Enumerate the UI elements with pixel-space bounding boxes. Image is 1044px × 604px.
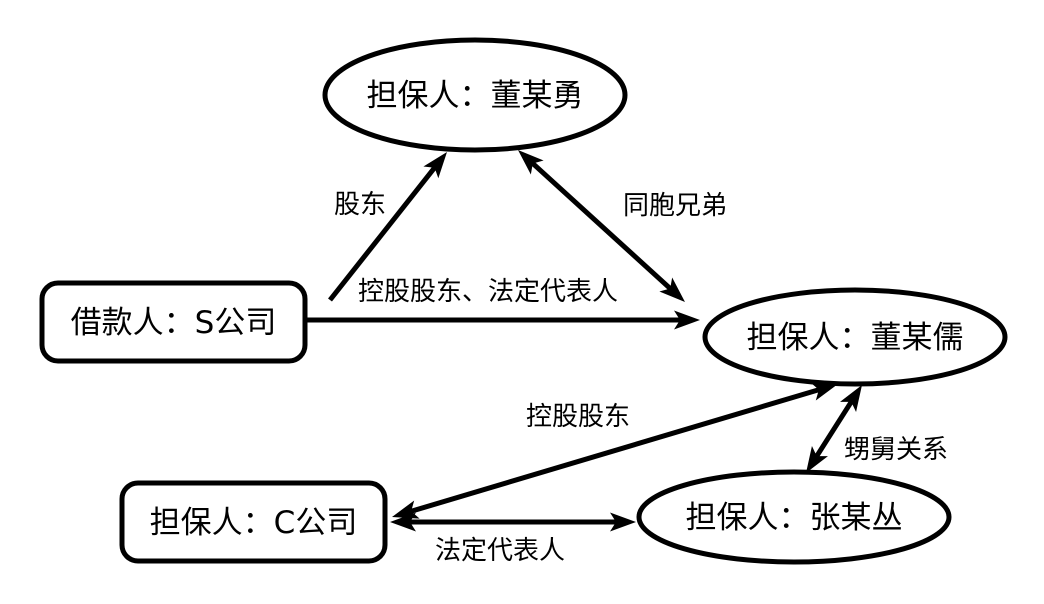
edge-edge-legal-representative (390, 512, 636, 532)
node-rounded-rect[interactable] (119, 480, 388, 564)
edge-line (528, 159, 675, 293)
arrow-head-end-icon (610, 512, 636, 532)
node-s-company[interactable]: 借款人：S公司 (39, 280, 308, 364)
node-ellipse[interactable] (636, 469, 952, 565)
edge-line (328, 163, 439, 302)
arrow-head-start-icon (810, 382, 838, 401)
edge-edge-controlling-shareholder-legal-rep (307, 310, 700, 330)
edge-edge-nephew-uncle (806, 385, 862, 473)
edge-label-edge-controlling-shareholder: 控股股东 (526, 402, 630, 432)
arrow-head-start-icon (390, 512, 416, 532)
node-label: 担保人：董某勇 (367, 78, 584, 114)
node-dong-mou-yong[interactable]: 担保人：董某勇 (322, 37, 628, 153)
node-label: 担保人：张某丛 (686, 500, 903, 536)
edges-layer (307, 150, 862, 532)
edge-edge-blood-brothers (518, 150, 685, 302)
node-rounded-rect[interactable] (39, 280, 308, 364)
edge-line (813, 398, 855, 460)
edge-label-edge-controlling-shareholder-legal-rep: 控股股东、法定代表人 (358, 277, 618, 307)
node-label: 借款人：S公司 (71, 305, 277, 341)
node-label: 担保人：C公司 (150, 505, 358, 541)
edge-line (407, 386, 823, 515)
edge-label-edge-blood-brothers: 同胞兄弟 (623, 191, 727, 221)
node-zhang-mou-cong[interactable]: 担保人：张某丛 (636, 469, 952, 565)
arrow-head-start-icon (518, 150, 544, 175)
arrow-head-start-icon (840, 385, 862, 413)
edge-edge-shareholder (328, 152, 447, 302)
node-label: 担保人：董某儒 (747, 320, 964, 356)
node-ellipse[interactable] (702, 287, 1008, 387)
arrow-head-end-icon (423, 152, 447, 179)
edge-label-edge-shareholder: 股东 (334, 190, 386, 220)
edge-label-edge-nephew-uncle: 甥舅关系 (844, 435, 948, 465)
node-ellipse[interactable] (322, 37, 628, 153)
edge-label-edge-legal-representative: 法定代表人 (435, 536, 565, 566)
arrow-head-end-icon (659, 277, 685, 302)
node-dong-mou-ru[interactable]: 担保人：董某儒 (702, 287, 1008, 387)
node-c-company[interactable]: 担保人：C公司 (119, 480, 388, 564)
arrow-head-end-icon (806, 445, 828, 473)
arrow-head-end-icon (674, 310, 700, 330)
